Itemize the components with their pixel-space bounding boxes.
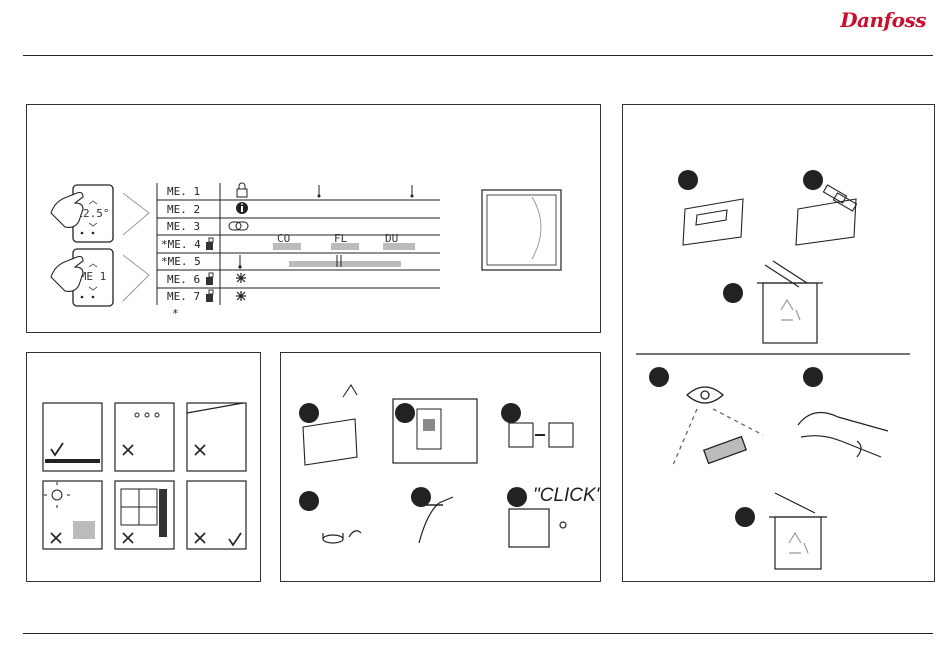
menu-item-label: ME. 1 — [167, 185, 200, 198]
recycle-bin-icon — [757, 261, 823, 343]
menu-item-label: *ME. 5 — [161, 255, 201, 268]
placement-panel — [26, 352, 261, 582]
checkmark-icon — [51, 443, 63, 455]
step-badge — [507, 487, 527, 507]
curtain-icon — [159, 489, 167, 537]
battery-removal-icon — [796, 185, 857, 245]
info-icon — [236, 202, 248, 214]
cross-icon — [123, 445, 133, 455]
thermostat-sensor-icon — [206, 273, 213, 285]
range-bar — [289, 261, 401, 267]
lock-icon — [237, 183, 247, 197]
thermometer-icon — [411, 185, 414, 198]
thermostat-sensor-icon — [206, 290, 213, 302]
menu-readout: ME 1 — [80, 270, 107, 283]
header-divider — [23, 55, 933, 56]
magnet-illustration — [323, 531, 361, 543]
menu-item-label: ME. 3 — [167, 220, 200, 233]
step-badge — [299, 491, 319, 511]
slanted-roof — [187, 403, 243, 413]
step-badge — [803, 367, 823, 387]
snowflake-icon — [236, 273, 246, 283]
cross-icon — [195, 533, 205, 543]
thermostat-sensor-icon — [206, 238, 213, 250]
footnote-marker: * — [172, 307, 179, 320]
device-open-icon — [683, 199, 743, 245]
cross-icon — [123, 533, 133, 543]
gloves-icon — [798, 413, 888, 458]
water-drops-icon — [135, 413, 159, 417]
thermometer-icon — [238, 255, 241, 269]
menu-item-label: ME. 2 — [167, 203, 200, 216]
menu-overview-panel: 22.5° ME 1 ME. 1 ME. 2 ME. 3 — [26, 104, 601, 333]
device-swap-illustration — [509, 423, 573, 447]
thermometer-icon — [318, 185, 321, 198]
menu-item-label: ME. 7 — [167, 290, 200, 303]
step-badge — [411, 487, 431, 507]
floor-line — [45, 459, 100, 463]
mode-fl-label: FL — [334, 232, 348, 245]
mode-co-label: CO — [277, 232, 290, 245]
step-badge — [501, 403, 521, 423]
menu-item-label: ME. 6 — [167, 273, 200, 286]
eye-inspect-icon — [673, 387, 763, 465]
recycle-bin-icon — [769, 493, 827, 569]
step-badge — [735, 507, 755, 527]
sun-icon — [44, 482, 70, 508]
battery-panel — [622, 104, 935, 582]
step-badge — [395, 403, 415, 423]
cross-icon — [195, 445, 205, 455]
danfoss-logo: Danfoss — [840, 8, 926, 32]
checkmark-icon — [229, 533, 241, 545]
mount-device-illustration — [509, 509, 566, 547]
cross-icon — [51, 533, 61, 543]
step-badge — [299, 403, 319, 423]
mode-du-label: DU — [385, 232, 398, 245]
thermostat-display-2: ME 1 — [51, 249, 113, 306]
menu-item-label: *ME. 4 — [161, 238, 201, 251]
menu-overview-drawing: 22.5° ME 1 ME. 1 ME. 2 ME. 3 — [27, 105, 600, 332]
remove-cover-illustration — [303, 385, 357, 465]
battery-drawing — [623, 105, 934, 581]
thermostat-device-front — [482, 190, 561, 270]
step-badge — [649, 367, 669, 387]
radiator-icon — [73, 521, 95, 539]
step-badge — [803, 170, 823, 190]
snowflake-icon — [236, 291, 246, 301]
footer-divider — [23, 633, 933, 634]
step-badge — [723, 283, 743, 303]
placement-drawing — [27, 353, 260, 581]
thermostat-display-1: 22.5° — [51, 185, 113, 242]
window-icon — [121, 489, 157, 525]
click-label: "CLICK" — [533, 485, 600, 506]
pairing-drawing: "CLICK" — [281, 353, 600, 581]
link-icon — [229, 222, 248, 230]
step-badge — [678, 170, 698, 190]
pairing-panel: "CLICK" — [280, 352, 601, 582]
